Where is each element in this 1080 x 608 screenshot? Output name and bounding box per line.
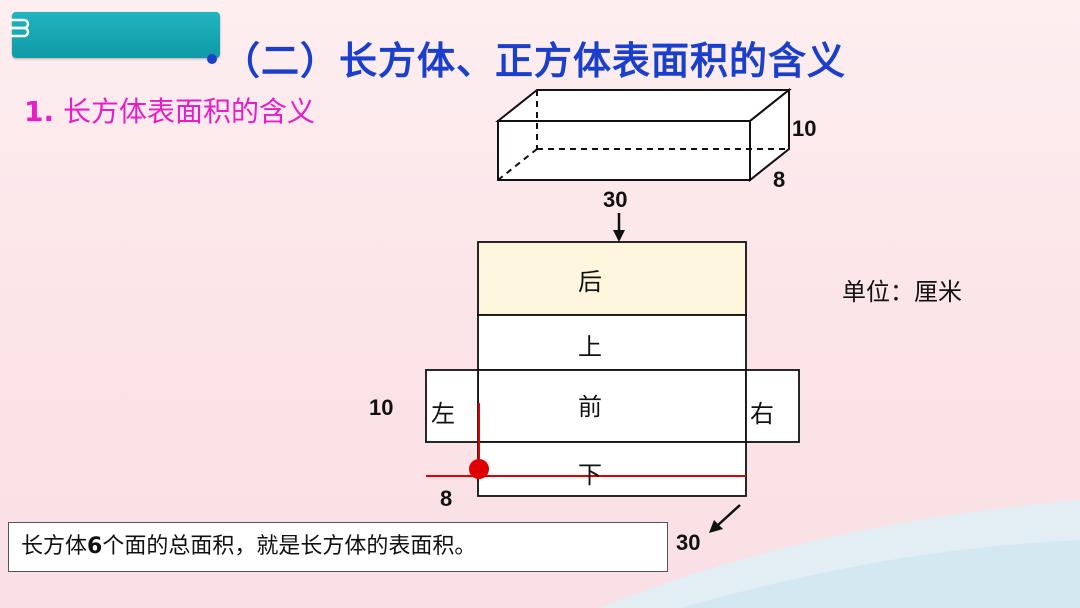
label-front: 前 — [578, 393, 602, 421]
face-back — [477, 241, 747, 316]
definition-text-start: 长方体 — [21, 534, 88, 559]
unit-label: 单位：厘米 — [842, 278, 962, 306]
section-number: 1. — [24, 95, 55, 128]
section-heading-text: 长方体表面积的含义 — [63, 95, 316, 128]
cut-guide — [426, 403, 746, 479]
header-tab — [12, 12, 220, 58]
definition-count: 6 — [87, 534, 103, 559]
section-heading: 1. 长方体表面积的含义 — [24, 90, 315, 130]
net-depth-label: 8 — [440, 486, 453, 511]
face-front — [477, 369, 747, 443]
cuboid-height-label: 10 — [792, 116, 817, 141]
label-right: 右 — [750, 400, 774, 428]
cuboid-net — [425, 241, 800, 497]
cuboid-length-label: 30 — [603, 187, 628, 212]
red-marker-icon — [469, 459, 489, 479]
face-bottom — [477, 441, 747, 497]
face-right — [745, 369, 800, 443]
binder-rings-icon — [10, 18, 30, 38]
label-top: 上 — [578, 333, 602, 361]
label-bottom: 下 — [578, 461, 602, 489]
cuboid-depth-label: 8 — [773, 167, 786, 192]
face-top — [477, 314, 747, 371]
net-height-label: 10 — [369, 395, 394, 420]
label-left: 左 — [431, 400, 455, 428]
net-length-label: 30 — [676, 530, 701, 555]
label-back: 后 — [578, 268, 602, 296]
arrow-diagonal-icon — [709, 504, 741, 533]
title-bullet — [207, 54, 217, 64]
arrow-down-icon — [613, 213, 625, 242]
face-left — [425, 369, 479, 443]
definition-box: 长方体6个面的总面积，就是长方体的表面积。 — [8, 522, 668, 572]
page-title: （二）长方体、正方体表面积的含义 — [222, 39, 847, 83]
cuboid-drawing — [495, 87, 792, 183]
definition-text-end: 个面的总面积，就是长方体的表面积。 — [102, 534, 477, 559]
